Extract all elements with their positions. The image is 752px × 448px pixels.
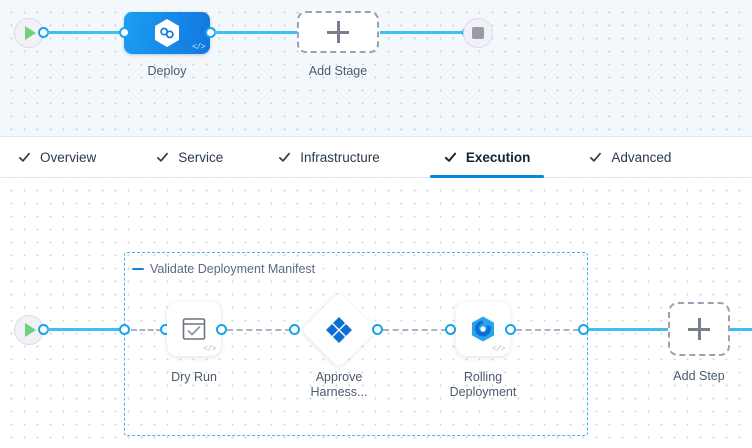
connector-deploy-to-addstage — [214, 31, 299, 34]
connector-dot-approve-out[interactable] — [372, 324, 383, 335]
step-group-title: Validate Deployment Manifest — [150, 262, 316, 276]
connector-dash-3 — [383, 329, 447, 331]
check-icon — [157, 152, 169, 162]
tab-label: Execution — [465, 149, 531, 165]
connector-dash-1 — [131, 329, 162, 331]
stage-node-deploy[interactable]: </> Deploy — [124, 12, 210, 78]
minus-icon[interactable] — [132, 267, 144, 271]
pipeline-end-node[interactable] — [463, 18, 493, 48]
connector-dot-approve-in[interactable] — [289, 324, 300, 335]
step-group-validate-deployment-manifest[interactable] — [124, 252, 588, 436]
step-label-rolling-deployment: Rolling Deployment — [449, 370, 517, 399]
play-icon — [25, 323, 36, 337]
step-label-approve: Approve Harness... — [310, 370, 368, 399]
connector-addstep-trailing — [730, 328, 752, 331]
play-icon — [25, 26, 36, 40]
plus-icon — [327, 21, 349, 43]
connector-start-to-deploy — [47, 31, 124, 34]
add-stage-label: Add Stage — [308, 64, 368, 78]
code-badge-deploy: </> — [192, 43, 205, 52]
tab-label: Advanced — [611, 149, 672, 165]
rolling-swirl-icon — [472, 316, 494, 342]
stage-tabbar: Overview Service Infrastructure Executio… — [0, 136, 752, 178]
connector-start-to-group — [47, 328, 125, 331]
tab-infrastructure[interactable]: Infrastructure — [278, 136, 380, 178]
harness-hexagon-icon — [155, 19, 179, 47]
tab-overview[interactable]: Overview — [18, 136, 96, 178]
tab-service[interactable]: Service — [156, 136, 223, 178]
checklist-window-icon — [182, 318, 206, 340]
approval-dots-icon — [326, 317, 352, 343]
tab-label: Infrastructure — [300, 149, 380, 165]
stage-node-box[interactable]: </> — [124, 12, 210, 54]
tab-advanced[interactable]: Advanced — [589, 136, 671, 178]
add-stage-button[interactable] — [297, 11, 379, 53]
tab-label: Overview — [40, 149, 97, 165]
connector-dot-deploy-in[interactable] — [119, 27, 130, 38]
stage-canvas[interactable]: </> Deploy Add Stage — [0, 0, 752, 136]
step-node-rolling-deployment[interactable]: </> — [456, 302, 510, 356]
connector-dot-dryrun-out[interactable] — [216, 324, 227, 335]
step-label-dry-run: Dry Run — [171, 370, 217, 384]
check-icon — [444, 152, 456, 162]
stage-label-deploy: Deploy — [147, 64, 187, 78]
step-node-dry-run[interactable]: </> — [167, 302, 221, 356]
check-icon — [590, 152, 602, 162]
connector-group-to-addstep — [588, 328, 668, 331]
tab-label: Service — [178, 149, 224, 165]
stop-icon — [472, 27, 484, 39]
step-node-approve[interactable] — [312, 303, 366, 357]
connector-dot-group-in[interactable] — [119, 324, 130, 335]
add-step-label: Add Step — [673, 369, 725, 383]
plus-icon — [688, 318, 710, 340]
check-icon — [279, 152, 291, 162]
connector-dash-4 — [516, 329, 579, 331]
connector-dot-rolling-in[interactable] — [445, 324, 456, 335]
connector-dot-rolling-out[interactable] — [505, 324, 516, 335]
code-badge-rolling: </> — [492, 345, 505, 354]
connector-dash-2 — [227, 329, 291, 331]
execution-canvas[interactable]: Validate Deployment Manifest </> Dry Run — [0, 178, 752, 448]
connector-addstage-to-end — [380, 31, 466, 34]
tab-execution[interactable]: Execution — [429, 136, 545, 178]
add-step-node[interactable]: Add Step — [668, 302, 730, 383]
step-group-header[interactable]: Validate Deployment Manifest — [130, 262, 318, 276]
code-badge-dry-run: </> — [203, 345, 216, 354]
add-stage-node[interactable]: Add Stage — [297, 11, 379, 78]
check-icon — [19, 152, 30, 162]
add-step-button[interactable] — [668, 302, 730, 356]
